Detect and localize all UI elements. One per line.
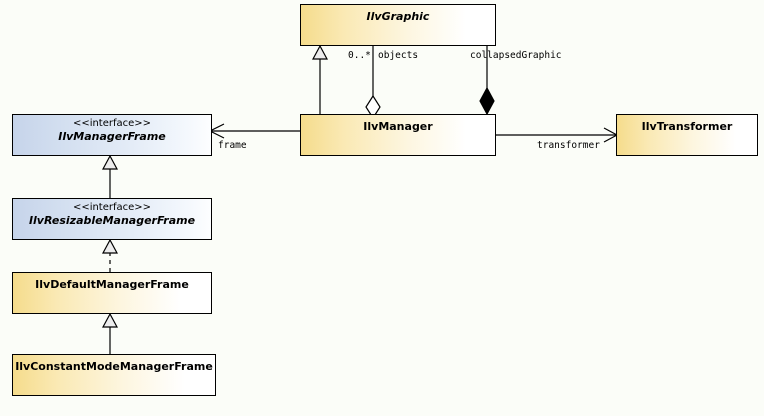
- edge-generalization-constantmode-default: [101, 312, 119, 354]
- edge-label-role-frame: frame: [218, 140, 247, 151]
- stereotype-ilvmanagerframe: <<interface>>: [72, 118, 152, 129]
- class-name-ilvgraphic: IlvGraphic: [366, 10, 430, 23]
- class-box-ilvtransformer[interactable]: IlvTransformer: [616, 114, 758, 156]
- class-box-ilvconstantmodemanagerframe[interactable]: IlvConstantModeManagerFrame: [12, 354, 216, 396]
- class-name-ilvmanager: IlvManager: [363, 120, 433, 133]
- edge-association-frame: [208, 123, 300, 139]
- interface-box-ilvmanagerframe[interactable]: <<interface>> IlvManagerFrame: [12, 114, 212, 156]
- stereotype-ilvresizablemanagerframe: <<interface>>: [72, 202, 152, 213]
- edge-realization-default-resizable: [101, 238, 119, 272]
- edge-label-multiplicity-objects: 0..*: [348, 50, 371, 61]
- class-name-ilvmanagerframe: IlvManagerFrame: [58, 130, 166, 143]
- class-name-ilvresizablemanagerframe: IlvResizableManagerFrame: [28, 214, 196, 227]
- edge-label-role-transformer: transformer: [537, 140, 600, 151]
- class-box-ilvmanager[interactable]: IlvManager: [300, 114, 496, 156]
- class-box-ilvdefaultmanagerframe[interactable]: IlvDefaultManagerFrame: [12, 272, 212, 314]
- edge-label-role-collapsedgraphic: collapsedGraphic: [470, 50, 562, 61]
- class-box-ilvgraphic[interactable]: IlvGraphic: [300, 4, 496, 46]
- edge-label-role-objects: objects: [378, 50, 419, 61]
- class-name-ilvconstantmodemanagerframe: IlvConstantModeManagerFrame: [15, 360, 213, 373]
- class-name-ilvtransformer: IlvTransformer: [641, 120, 733, 133]
- edge-generalization-manager-graphic: [311, 44, 329, 114]
- class-name-ilvdefaultmanagerframe: IlvDefaultManagerFrame: [35, 278, 189, 291]
- interface-box-ilvresizablemanagerframe[interactable]: <<interface>> IlvResizableManagerFrame: [12, 198, 212, 240]
- edge-generalization-resizable-managerframe: [101, 154, 119, 198]
